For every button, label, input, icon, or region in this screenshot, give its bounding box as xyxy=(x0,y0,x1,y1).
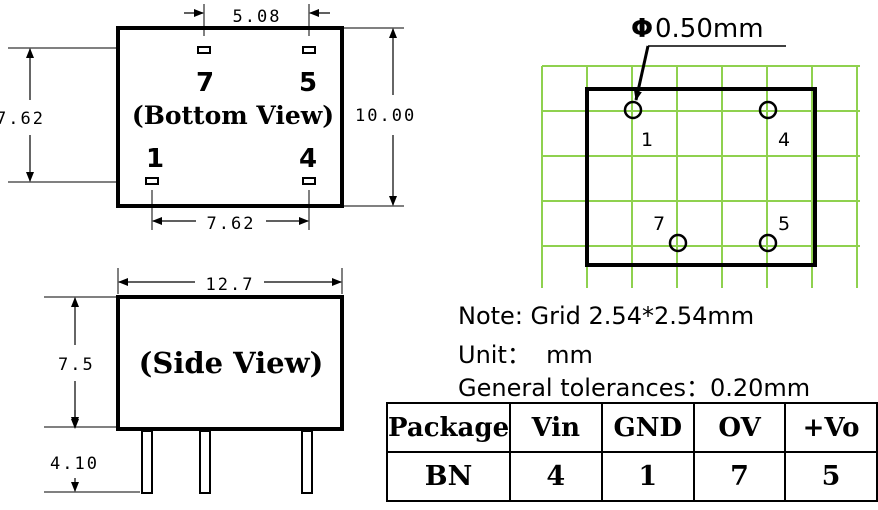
pin-label-4: 4 xyxy=(299,144,317,174)
footprint-grid: 1 4 7 5 Φ 0.50mm xyxy=(541,14,860,288)
dim-top-pin-spacing: 5.08 xyxy=(233,7,282,27)
note-grid: Note: Grid 2.54*2.54mm xyxy=(458,302,755,330)
dim-bottom-pin-spacing: 7.62 xyxy=(207,214,256,234)
footprint-outline xyxy=(585,87,817,267)
grid-lines xyxy=(541,65,860,288)
grid-pin-label-7: 7 xyxy=(653,213,665,235)
grid-pin-label-5: 5 xyxy=(778,213,790,235)
side-view-title: (Side View) xyxy=(139,346,324,380)
side-view-body xyxy=(116,295,344,431)
cell-vo: 5 xyxy=(784,451,878,502)
header-package: Package xyxy=(385,402,512,453)
pin-label-7: 7 xyxy=(196,68,214,98)
lead-middle xyxy=(199,430,211,494)
header-vin: Vin xyxy=(509,402,603,453)
dim-body-depth: 10.00 xyxy=(355,106,416,126)
bottom-view-body xyxy=(116,26,344,208)
note-unit: Unit： mm xyxy=(458,341,593,369)
table-row: BN 4 1 7 5 xyxy=(385,451,878,502)
hole-diameter-label: 0.50mm xyxy=(655,14,764,44)
pin-pad-5 xyxy=(302,46,316,54)
lead-left xyxy=(141,430,153,494)
pin-pad-7 xyxy=(197,46,211,54)
dim-body-length: 12.7 xyxy=(206,275,255,295)
cell-gnd: 1 xyxy=(600,451,696,502)
table-header-row: Package Vin GND OV +Vo xyxy=(385,402,878,453)
pin-pad-1 xyxy=(145,177,159,185)
hole-pin-5 xyxy=(758,233,778,253)
pin-label-1: 1 xyxy=(146,144,164,174)
diameter-symbol: Φ xyxy=(631,14,653,44)
dim-body-height: 7.5 xyxy=(58,355,95,375)
cell-vin: 4 xyxy=(509,451,603,502)
grid-pin-label-1: 1 xyxy=(641,129,653,151)
dim-left-row-spacing: 7.62 xyxy=(0,109,45,129)
cell-package: BN xyxy=(385,451,512,502)
dim-lead-length: 4.10 xyxy=(50,454,99,474)
grid-pin-label-4: 4 xyxy=(778,129,790,151)
pinout-table: Package Vin GND OV +Vo BN 4 1 7 5 xyxy=(385,402,878,502)
pin-pad-4 xyxy=(302,177,316,185)
note-tolerance: General tolerances：0.20mm xyxy=(458,374,811,402)
side-view: (Side View) 12.7 7.5 4.10 xyxy=(44,268,344,494)
header-ov: OV xyxy=(693,402,787,453)
header-vo: +Vo xyxy=(784,402,878,453)
hole-pin-7 xyxy=(668,233,688,253)
hole-pin-1 xyxy=(623,100,643,120)
bottom-view: 7 5 1 4 (Bottom View) 5.08 7.62 7.62 10.… xyxy=(0,4,416,234)
lead-right xyxy=(301,430,313,494)
header-gnd: GND xyxy=(600,402,696,453)
bottom-view-title: (Bottom View) xyxy=(132,101,334,130)
pin-label-5: 5 xyxy=(299,68,317,98)
hole-pin-4 xyxy=(758,100,778,120)
cell-ov: 7 xyxy=(693,451,787,502)
